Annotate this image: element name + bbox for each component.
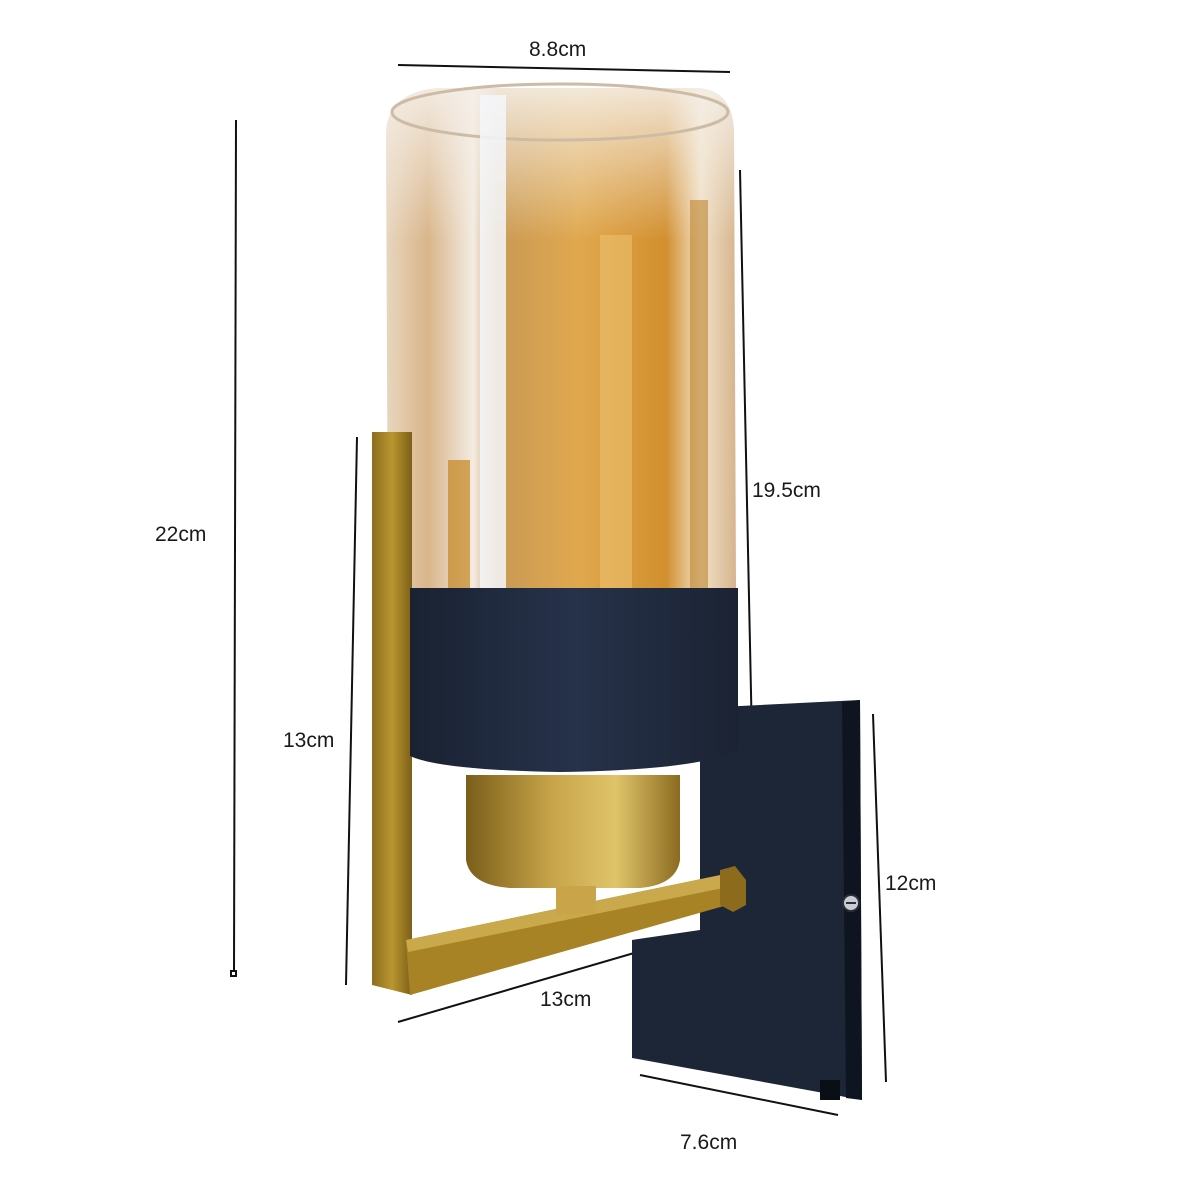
label-total-height: 22cm — [155, 523, 207, 546]
gold-socket — [466, 775, 680, 914]
label-top-width: 8.8cm — [529, 38, 587, 61]
dim-line-backplate-width — [639, 1074, 839, 1116]
dim-line-end-marker — [230, 970, 237, 977]
glass-shade — [386, 82, 736, 590]
dim-line-top-width — [397, 64, 731, 73]
label-arm-height: 13cm — [283, 729, 335, 752]
label-arm-depth: 13cm — [540, 988, 592, 1011]
dim-line-arm-height — [345, 436, 358, 986]
dim-line-total-height — [233, 119, 237, 973]
dim-line-shade-height — [739, 169, 753, 741]
dim-line-backplate-height — [872, 713, 887, 1083]
backplate — [632, 700, 862, 1100]
label-shade-height: 19.5cm — [752, 479, 821, 502]
label-backplate-height: 12cm — [885, 872, 937, 895]
black-band — [410, 588, 738, 772]
label-backplate-width: 7.6cm — [680, 1131, 738, 1154]
